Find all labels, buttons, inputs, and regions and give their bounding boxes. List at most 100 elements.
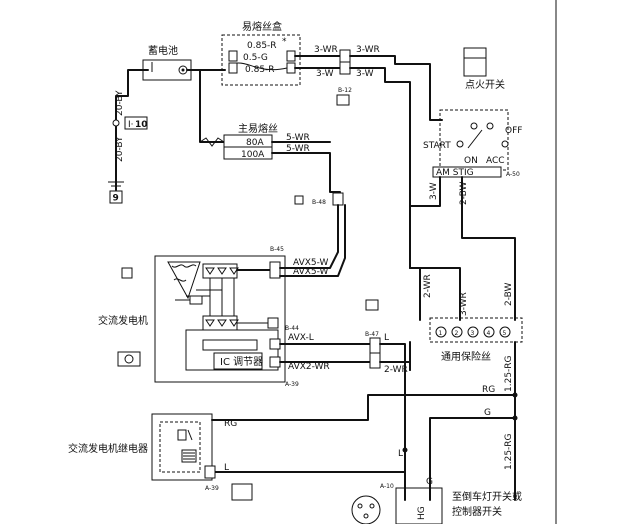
wire-hg-label: HG — [417, 506, 427, 520]
relay-rg-label: RG — [224, 419, 237, 429]
connector-b12-icon — [336, 94, 350, 106]
wire-2wr-to-fuse — [409, 267, 421, 321]
field-coil — [189, 295, 203, 305]
wire-ignition-3w-label: 3-W — [429, 182, 439, 200]
relay-switch-contact — [177, 429, 187, 441]
alternator-connector-circle — [124, 354, 134, 364]
wire-2wr-horizontal — [379, 361, 411, 371]
connector-a10-label: A-10 — [380, 483, 394, 490]
backup-lamp-switch-label-1: 至倒车灯开关或 — [452, 490, 522, 503]
wire-3wr-left-label: 3-WR — [314, 45, 338, 55]
connector-b47-icon — [365, 299, 379, 311]
connector-b12-label: B-12 — [338, 87, 352, 94]
wire-2wr-vertical-label: 2-WR — [423, 274, 433, 298]
wire-3w-right-label: 3-W — [356, 69, 374, 79]
relay-inner-dash — [159, 421, 201, 473]
wire-l-label-a: L — [384, 333, 389, 343]
wire-5wr-lower — [271, 152, 341, 193]
wire-rg-run — [211, 394, 516, 421]
wire-5wr-lower-label: 5-WR — [286, 144, 310, 154]
wire-125rg-lower-label: 1.25-RG — [504, 433, 514, 470]
ignition-start-contact — [456, 140, 464, 148]
backup-switch-connector — [351, 495, 381, 524]
wire-3wr-right — [349, 55, 411, 65]
connector-a39-label-bottom: A-39 — [205, 485, 219, 492]
fuse-2-number: 2 — [455, 330, 459, 337]
ignition-terminals-label: AM STIG — [436, 168, 474, 178]
fuse-clip-right-top — [286, 50, 296, 62]
stator-coil-upper — [171, 264, 197, 268]
regulator-l-terminal — [269, 338, 281, 350]
code-nine-box — [109, 190, 123, 204]
pin-1 — [357, 503, 363, 509]
alternator-relay-outline — [151, 413, 213, 481]
connector-b44 — [267, 317, 279, 329]
wire-20by-b: 20-BY — [115, 136, 125, 162]
connector-a50-label: A-50 — [506, 171, 520, 178]
wire-ignition-3w — [409, 176, 441, 207]
fuse-4-number: 4 — [487, 330, 491, 337]
fuse-asterisk: * — [282, 37, 287, 47]
wire-avx5w-lower — [299, 204, 346, 277]
battery-label: 蓄电池 — [148, 44, 178, 57]
fuse-3-number: 3 — [471, 330, 475, 337]
regulator-frame — [185, 329, 279, 371]
pin-2 — [369, 503, 375, 509]
fuse-element-curve — [236, 62, 288, 71]
wire-g-label: G — [484, 408, 491, 418]
main-fuse-80a: 80A — [246, 138, 264, 148]
fusible-link-box-label: 易熔丝盒 — [242, 20, 282, 33]
ground-mark: I· — [128, 120, 134, 130]
general-fuse-label: 通用保险丝 — [441, 350, 491, 363]
regulator-inner-block — [202, 339, 258, 351]
diodes-lower-symbols — [205, 319, 239, 327]
wire-rg-label: RG — [482, 385, 495, 395]
alternator-relay-label: 交流发电机继电器 — [68, 442, 148, 455]
ground-code-box — [124, 116, 148, 130]
relay-coil-windings — [183, 452, 195, 460]
wire-3w-right — [349, 67, 411, 269]
wire-3wr-to-fuse — [409, 267, 461, 321]
wire-avx-l-label: AVX-L — [288, 333, 314, 343]
connector-b47-label: B-47 — [365, 331, 379, 338]
ignition-on-label: ON — [464, 156, 478, 166]
regulator-s-terminal — [269, 356, 281, 368]
ignition-acc-contact — [486, 122, 494, 130]
wire-l-down — [379, 343, 406, 451]
connector-b48-icon — [294, 195, 304, 205]
wire-avx5w-upper — [299, 204, 339, 269]
wire-avx5w-lower-label: AVX5-W — [293, 267, 329, 277]
fuse-3-circle — [467, 326, 479, 338]
general-fuse-outline — [429, 317, 523, 343]
fuse-clip-left-bottom — [228, 62, 238, 74]
ic-regulator-box — [213, 352, 263, 370]
wire-3w-left-label: 3-W — [316, 69, 334, 79]
connector-a39-label-top: A-39 — [285, 381, 299, 388]
fuse-clip-right-bottom — [286, 62, 296, 74]
ignition-terminal-block — [432, 166, 502, 178]
ground-connection-node — [112, 119, 120, 127]
connector-b48 — [332, 192, 344, 206]
wire-125rg-upper-label: 1.25-RG — [504, 355, 514, 392]
code-nine: 9 — [113, 194, 119, 204]
fuse-4-circle — [483, 326, 495, 338]
ignition-off-label: OFF — [505, 126, 522, 136]
wire-5wr-upper-label: 5-WR — [286, 133, 310, 143]
relay-connector-icon — [231, 483, 253, 501]
wire-3wr-to-ignition — [409, 63, 443, 121]
battery-ground-wire — [115, 69, 149, 191]
general-fuse-array: 1 2 3 4 5 — [435, 326, 511, 338]
backup-lamp-switch-label-2: 控制器开关 — [452, 505, 502, 518]
ignition-on-contact — [470, 122, 478, 130]
fuse-clip-left-top — [228, 50, 238, 62]
ignition-switch-blade — [467, 129, 483, 149]
connector-b45-label: B-45 — [270, 246, 284, 253]
ic-regulator-label: IC 调节器 — [220, 356, 263, 368]
stator-coil-left — [173, 278, 187, 282]
main-fuse-zigzag — [199, 137, 225, 147]
wire-avx5w-upper-label: AVX5-W — [293, 258, 329, 268]
fuse-05g: 0.5-G — [243, 53, 268, 63]
ignition-start-label: START — [423, 141, 451, 151]
connector-b45 — [269, 261, 281, 279]
